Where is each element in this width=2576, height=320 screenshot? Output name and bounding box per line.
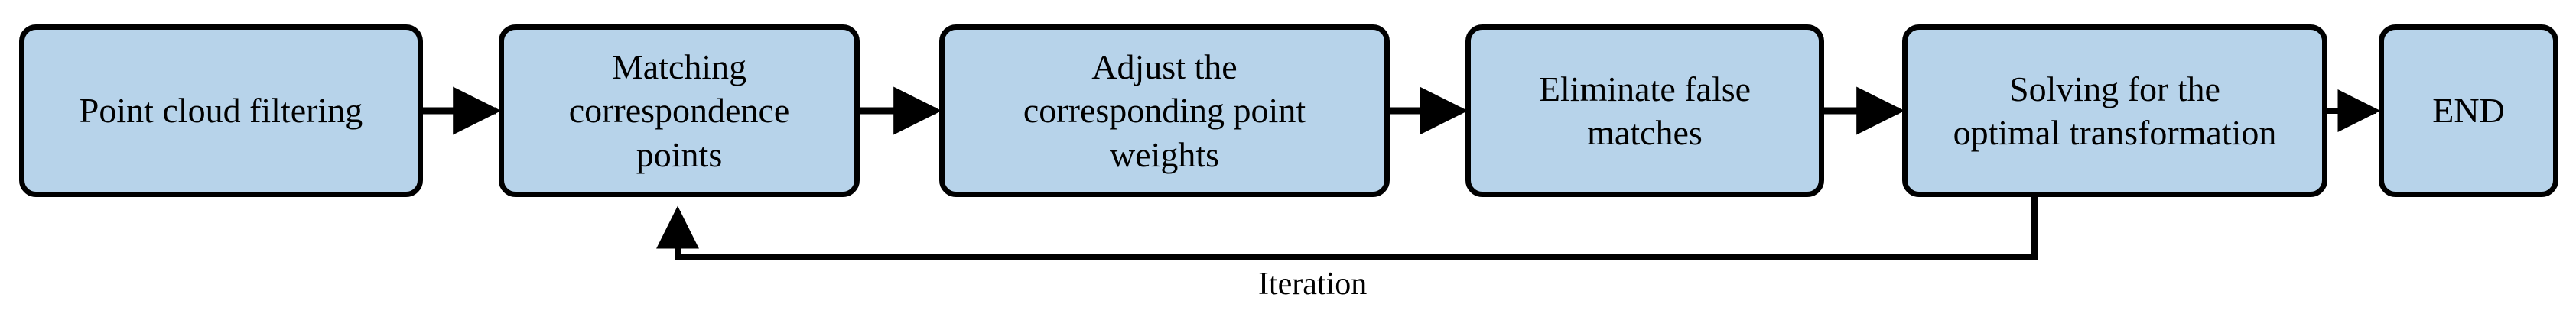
node-end[interactable]: END	[2379, 24, 2558, 197]
node-label-solving-optimal-transformation: Solving for the optimal transformation	[1953, 69, 2277, 152]
node-label-eliminate-false-matches: Eliminate false matches	[1538, 69, 1751, 152]
node-label-matching-correspondence-points: Matching correspondence points	[568, 47, 790, 174]
node-matching-correspondence-points[interactable]: Matching correspondence points	[499, 24, 860, 197]
node-adjust-corresponding-point-weights[interactable]: Adjust the corresponding point weights	[939, 24, 1390, 197]
node-label-end: END	[2432, 91, 2505, 131]
iteration-loop-label: Iteration	[1258, 267, 1368, 302]
node-label-adjust-corresponding-point-weights: Adjust the corresponding point weights	[1023, 47, 1306, 174]
node-point-cloud-filtering[interactable]: Point cloud filtering	[19, 24, 423, 197]
node-solving-optimal-transformation[interactable]: Solving for the optimal transformation	[1902, 24, 2327, 197]
node-label-point-cloud-filtering: Point cloud filtering	[79, 91, 363, 131]
node-eliminate-false-matches[interactable]: Eliminate false matches	[1465, 24, 1824, 197]
connector-iteration-feedback-loop	[656, 197, 2038, 260]
